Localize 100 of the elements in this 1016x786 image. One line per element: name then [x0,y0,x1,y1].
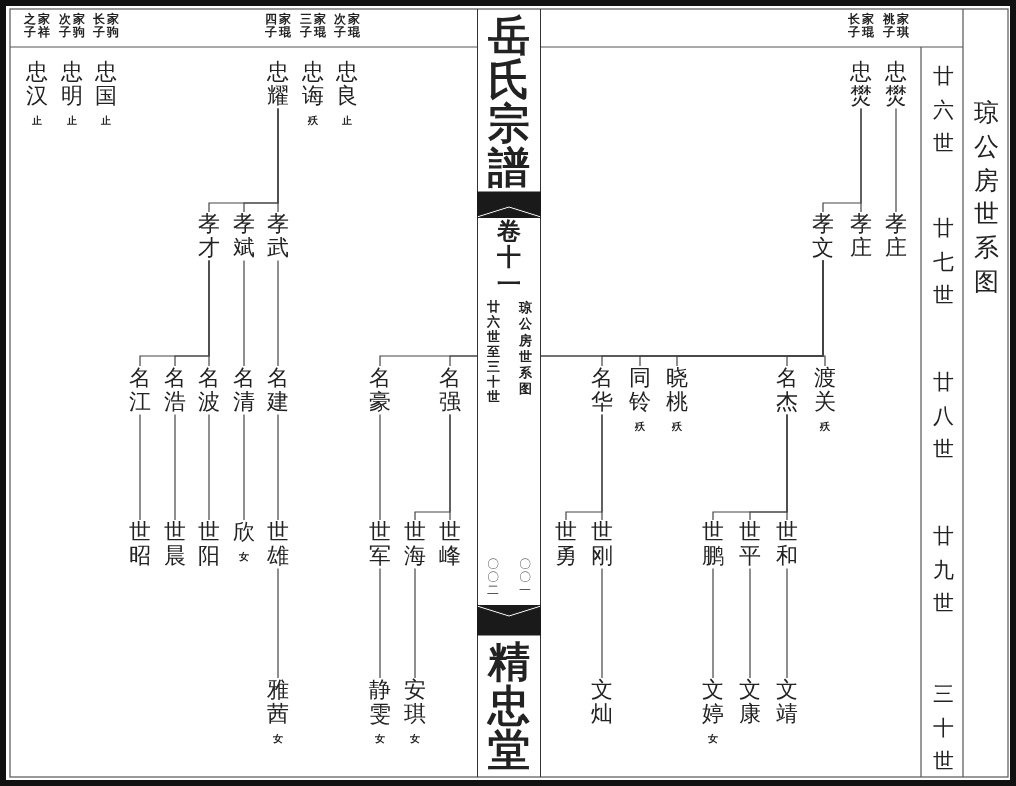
lineage-line [277,107,279,213]
lineage-line [449,413,451,521]
status-note: 女 [273,732,283,747]
person-name: 世晨 [164,520,186,569]
person-name: 名清 [233,366,255,415]
lineage-line [712,567,714,679]
status-note: 止 [342,114,352,129]
person-name: 忠明 [61,60,83,109]
person-name: 文靖 [776,678,798,727]
person-name: 世鹏 [702,520,724,569]
lineage-line [895,107,897,213]
person-name: 名浩 [164,366,186,415]
status-note: 女 [708,732,718,747]
generation-label: 廿九世 [932,523,954,618]
person-name: 孝才 [198,212,220,261]
lineage-line [822,259,826,367]
person-name: 名波 [198,366,220,415]
lineage-line [379,413,381,521]
lineage-note: 家驹长子 [93,13,120,41]
chart-title: 琼公房世系图 [973,97,999,298]
generation-label: 廿六世 [932,63,954,158]
lineage-line [379,567,381,679]
status-note: 止 [32,114,42,129]
person-name: 世峰 [439,520,461,569]
hall-name: 精忠堂 [488,640,530,773]
lineage-line [243,413,245,521]
lineage-line [208,259,210,367]
person-name: 名建 [267,366,289,415]
person-name: 孝斌 [233,212,255,261]
lineage-note: 家驹次子 [59,13,86,41]
person-name: 世军 [369,520,391,569]
lineage-note: 家琨三子 [300,13,327,41]
lineage-line [786,413,788,521]
status-note: 女 [375,732,385,747]
volume-number: 卷十一 [497,218,521,298]
lineage-note: 家琨四子 [265,13,292,41]
spine-subtitle: 琼公房世系图 [518,300,532,398]
lineage-line [860,107,862,213]
person-name: 孝庄 [850,212,872,261]
lineage-note: 家琨长子 [848,13,875,41]
lineage-line [277,259,279,367]
person-name: 欣 [233,520,255,545]
generation-label: 廿八世 [932,369,954,464]
status-note: 殀 [308,114,318,129]
person-name: 名豪 [369,366,391,415]
generation-range: 廿六世至三十世 [486,300,500,405]
person-name: 忠汉 [26,60,48,109]
lineage-line [139,413,141,521]
person-name: 忠燓 [850,60,872,109]
person-name: 忠国 [95,60,117,109]
status-note: 殀 [820,420,830,435]
lineage-line [277,413,279,521]
lineage-line [208,413,210,521]
person-name: 世雄 [267,520,289,569]
page-number: 〇〇二 [487,558,499,598]
person-name: 世昭 [129,520,151,569]
person-name: 忠良 [336,60,358,109]
person-name: 孝庄 [885,212,907,261]
lineage-line [277,567,279,679]
lineage-line [749,567,751,679]
person-name: 世刚 [591,520,613,569]
person-name: 孝文 [812,212,834,261]
lineage-line [243,259,245,367]
lineage-note: 家琪祧子 [883,13,910,41]
page-number: 〇〇一 [519,558,531,598]
person-name: 孝武 [267,212,289,261]
person-name: 世阳 [198,520,220,569]
lineage-line [786,567,788,679]
lineage-line [414,567,416,679]
person-name: 名杰 [776,366,798,415]
status-note: 殀 [672,420,682,435]
person-name: 世平 [739,520,761,569]
person-name: 文康 [739,678,761,727]
person-name: 文婷 [702,678,724,727]
person-name: 忠耀 [267,60,289,109]
person-name: 同铃 [629,366,651,415]
lineage-note: 家琨次子 [334,13,361,41]
person-name: 忠燓 [885,60,907,109]
status-note: 止 [67,114,77,129]
person-name: 晓桃 [666,366,688,415]
person-name: 静雯 [369,678,391,727]
lineage-line [601,413,603,521]
person-name: 文灿 [591,678,613,727]
person-name: 渡关 [814,366,836,415]
person-name: 世和 [776,520,798,569]
generation-label: 三十世 [932,681,954,776]
person-name: 雅茜 [267,678,289,727]
generation-label: 廿七世 [932,215,954,310]
status-note: 止 [101,114,111,129]
person-name: 名强 [439,366,461,415]
status-note: 女 [410,732,420,747]
lineage-note: 家祥之子 [24,13,51,41]
person-name: 名江 [129,366,151,415]
person-name: 名华 [591,366,613,415]
person-name: 世海 [404,520,426,569]
spine-title: 岳氏宗譜 [488,14,530,191]
person-name: 世勇 [555,520,577,569]
status-note: 女 [239,550,249,565]
lineage-line [174,413,176,521]
lineage-line [601,567,603,679]
